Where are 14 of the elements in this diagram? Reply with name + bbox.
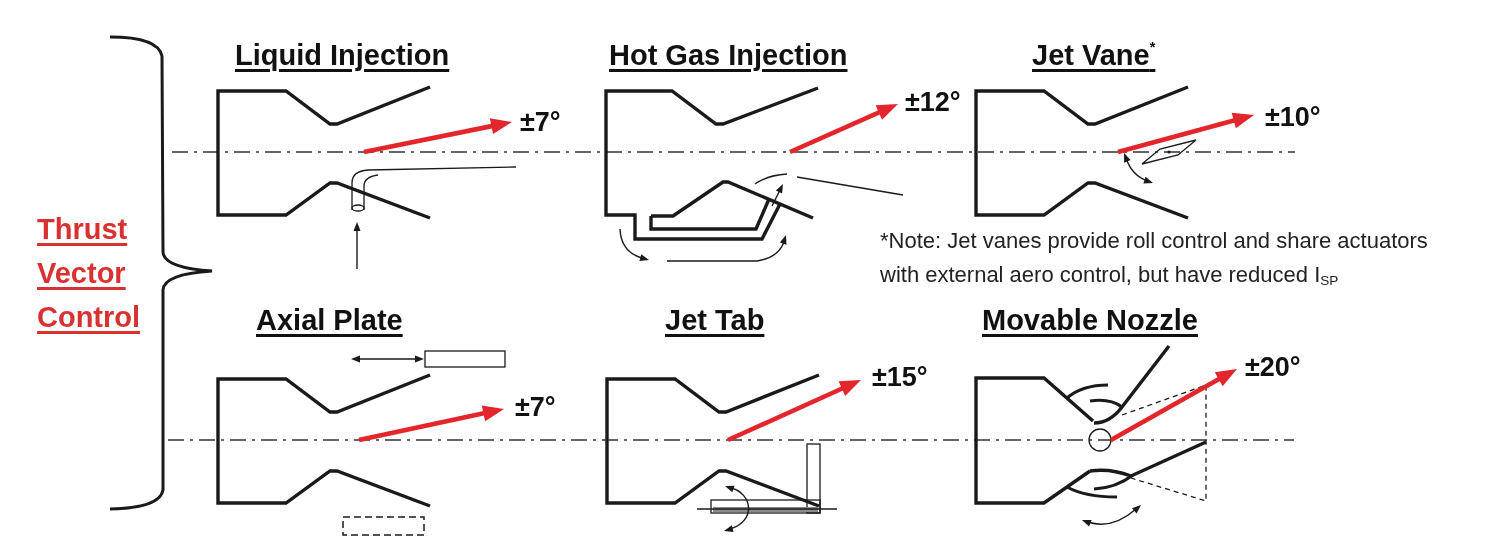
panel-heading: Movable Nozzle [982,303,1198,337]
angle-label: ±15° [872,361,928,393]
panel-heading: Hot Gas Injection [609,38,848,72]
panel-heading: Axial Plate [256,303,403,337]
category-heading: Thrust Vector Control [37,212,141,335]
panel-heading: Jet Vane$^{*}$ [1032,38,1156,72]
angle-label: ±12° [905,86,961,118]
panel-heading: Jet Tab [665,303,765,337]
angle-label: ±10° [1265,101,1321,133]
angle-label: ±7° [520,106,561,138]
angle-label: ±20° [1245,351,1301,383]
panel-heading: Liquid Injection [235,38,450,72]
angle-label: ±7° [515,391,556,423]
footnote: *Note: Jet vanes provide roll control and share actuators with external aero control, but have reduced I$_{SP}$ [880,227,1429,291]
